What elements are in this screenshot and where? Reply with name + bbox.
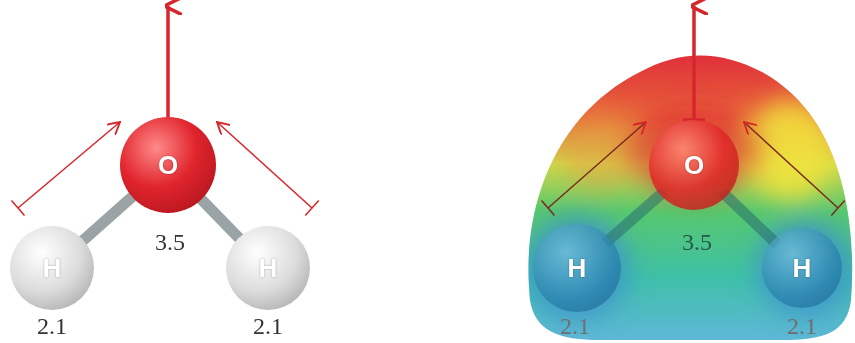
hydrogen-atom: H	[226, 226, 310, 310]
oxygen-atom: O	[649, 120, 739, 210]
electronegativity-value: 2.1	[560, 314, 590, 338]
electronegativity-value: 2.1	[787, 314, 817, 338]
element-symbol: H	[793, 255, 812, 281]
hydrogen-atom: H	[533, 224, 621, 312]
element-symbol: O	[684, 152, 704, 178]
chemical-bond	[722, 192, 777, 245]
density-cloud	[525, 56, 853, 341]
hydrogen-atom: H	[10, 226, 94, 310]
element-symbol: H	[43, 255, 62, 281]
element-symbol: H	[568, 255, 587, 281]
oxygen-atom: O	[120, 117, 216, 213]
element-symbol: H	[259, 255, 278, 281]
chemical-bond	[197, 195, 243, 242]
electronegativity-value: 3.5	[682, 230, 712, 254]
electronegativity-value: 3.5	[155, 230, 185, 254]
dipole-arrow	[157, 6, 179, 120]
element-symbol: O	[158, 152, 178, 178]
chemical-bond	[79, 193, 137, 244]
chemical-bond	[606, 191, 665, 243]
dipole-arrow	[683, 6, 705, 120]
electronegativity-value: 2.1	[37, 314, 67, 338]
electronegativity-value: 2.1	[253, 314, 283, 338]
hydrogen-atom: H	[762, 228, 842, 308]
